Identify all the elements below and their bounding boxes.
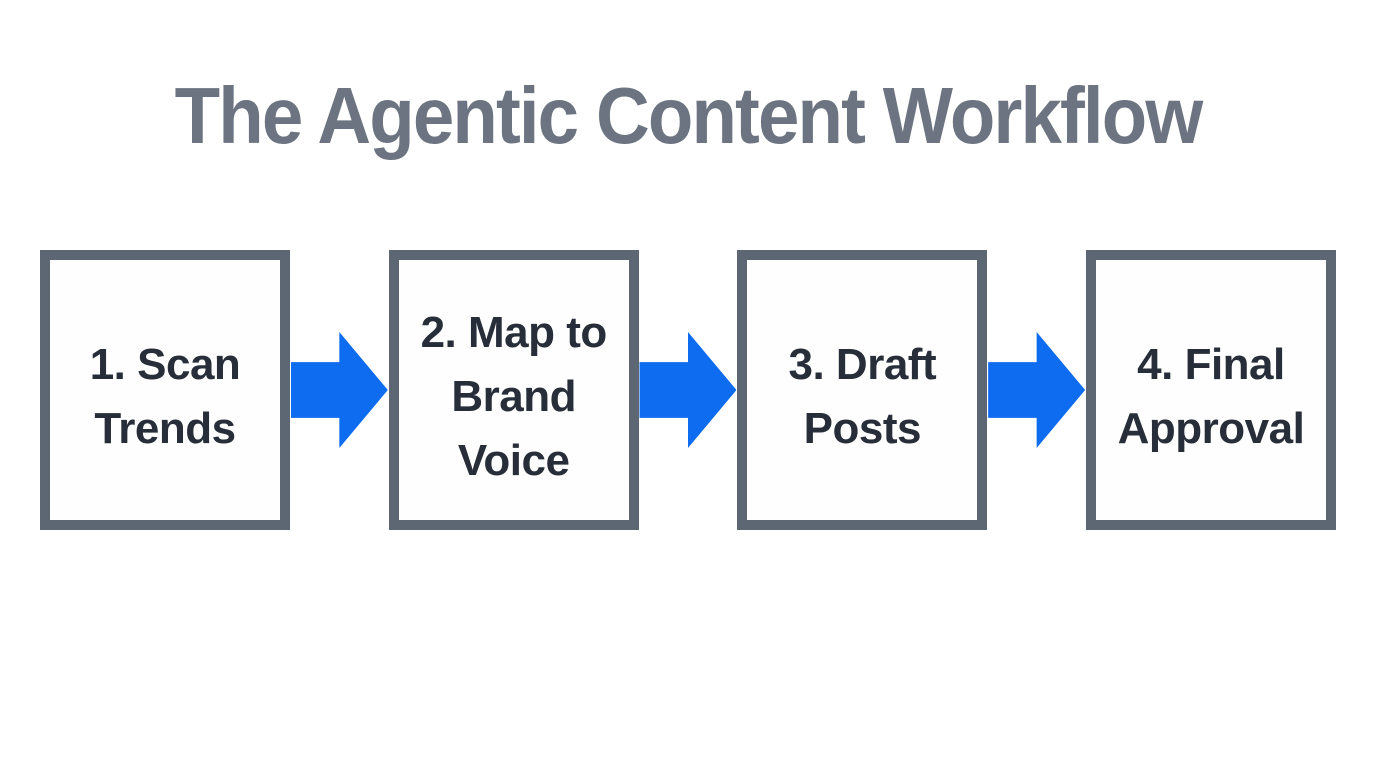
step-label: 2. Map to Brand Voice bbox=[420, 308, 608, 485]
page-title: The Agentic Content Workflow bbox=[174, 71, 1204, 160]
workflow-steps-row: 1. Scan Trends 2. Map to Brand Voice 3. … bbox=[40, 250, 1336, 530]
arrow-right-icon bbox=[290, 332, 388, 448]
step-box-2: 2. Map to Brand Voice bbox=[388, 250, 639, 530]
step-label: 1. Scan Trends bbox=[89, 340, 241, 453]
arrow-right-icon bbox=[639, 332, 737, 448]
step-box-1: 1. Scan Trends bbox=[40, 250, 290, 530]
step-label: 3. Draft Posts bbox=[788, 340, 937, 453]
step-box-4: 4. Final Approval bbox=[1085, 250, 1336, 530]
step-box-3: 3. Draft Posts bbox=[737, 250, 988, 530]
arrow-right-icon bbox=[988, 332, 1086, 448]
step-label: 4. Final Approval bbox=[1117, 340, 1305, 453]
